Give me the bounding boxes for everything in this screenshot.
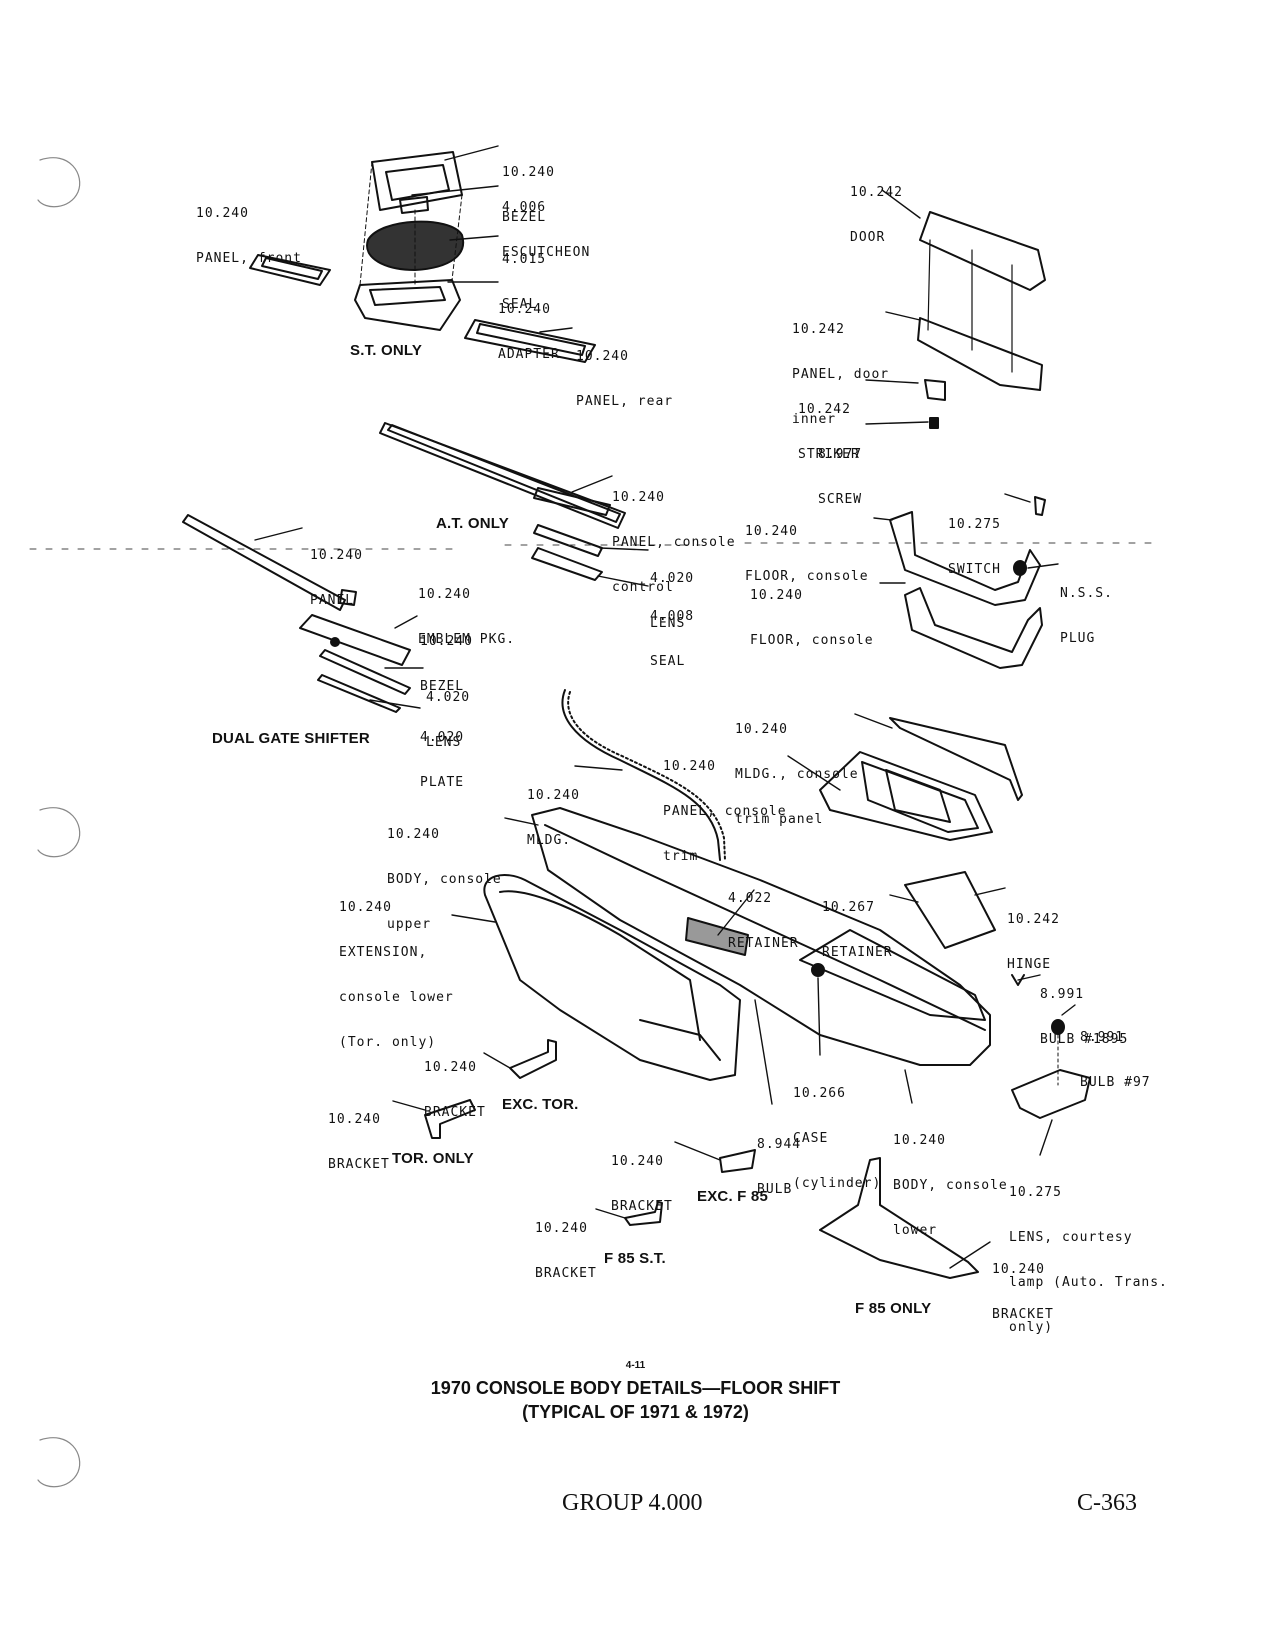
group-tor-only: TOR. ONLY [392, 1150, 474, 1167]
label-panel-console-control: 10.240 PANEL, console control [612, 490, 736, 595]
label-panel-dual: 10.240 PANEL [310, 548, 363, 608]
st-only-assembly [249, 151, 596, 363]
label-panel-rear: 10.240 PANEL, rear [576, 349, 674, 409]
trim-panel-assembly [819, 717, 1023, 841]
label-emblem-pkg: 10.240 EMBLEM PKG. [418, 587, 516, 647]
figure-subtitle: (TYPICAL OF 1971 & 1972) [522, 1402, 749, 1422]
label-escutcheon: 4.006 ESCUTCHEON [502, 200, 591, 260]
floor-console-assembly [889, 496, 1046, 669]
group-f85-only: F 85 ONLY [855, 1300, 932, 1317]
figure-title: 1970 CONSOLE BODY DETAILS—FLOOR SHIFT [430, 1378, 841, 1398]
label-bracket-tor: 10.240 BRACKET [328, 1112, 390, 1172]
label-striker: 10.242 STRIKER [798, 402, 860, 462]
dual-gate-assembly [182, 514, 411, 713]
label-door: 10.242 DOOR [850, 185, 903, 245]
label-case-cylinder: 10.266 CASE (cylinder) [793, 1086, 882, 1191]
group-dual-gate: DUAL GATE SHIFTER [212, 730, 370, 747]
brackets [424, 1039, 979, 1279]
label-screw: 8.977 SCREW [818, 447, 863, 507]
label-bracket-f85st: 10.240 BRACKET [535, 1221, 597, 1281]
label-mldg-trim: 10.240 MLDG., console trim panel [735, 722, 859, 827]
label-bulb-1895: 8.991 BULB #1895 [1040, 987, 1129, 1047]
label-extension: 10.240 EXTENSION, console lower (Tor. on… [339, 900, 454, 1050]
label-mldg: 10.240 MLDG. [527, 788, 580, 848]
label-hinge: 10.242 HINGE [1007, 912, 1060, 972]
label-bracket-f85only: 10.240 BRACKET [992, 1262, 1054, 1322]
label-seal-4015: 4.015 SEAL [502, 252, 547, 312]
leader-lines [254, 145, 1076, 1269]
group-st-only: S.T. ONLY [350, 342, 423, 359]
label-body-lower: 10.240 BODY, console lower [893, 1133, 1008, 1238]
console-body [483, 807, 996, 1081]
label-bulb-97: 8.991 BULB #97 [1080, 1030, 1151, 1090]
group-exc-tor: EXC. TOR. [502, 1096, 579, 1113]
group-f85-st: F 85 S.T. [604, 1250, 666, 1267]
label-lens-at: 4.020 LENS [650, 571, 695, 631]
label-lens-courtesy: 10.275 LENS, courtesy lamp (Auto. Trans.… [1009, 1185, 1168, 1335]
label-bracket-exc-tor: 10.240 BRACKET [424, 1060, 486, 1120]
label-lens-dual: 4.020 LENS [426, 690, 471, 750]
label-plate-dual: 4.020 PLATE [420, 730, 465, 790]
group-number: GROUP 4.000 [562, 1490, 703, 1516]
group-at-only: A.T. ONLY [436, 515, 509, 532]
group-exc-f85: EXC. F 85 [697, 1188, 768, 1205]
label-floor-console-2: 10.240 FLOOR, console [750, 588, 874, 648]
label-bracket-exc-f85: 10.240 BRACKET [611, 1154, 673, 1214]
page-number: C-363 [1077, 1490, 1137, 1516]
label-retainer-10267: 10.267 RETAINER [822, 900, 893, 960]
label-retainer-4022: 4.022 RETAINER [728, 891, 799, 951]
label-panel-trim: 10.240 PANEL, console trim [663, 759, 787, 864]
label-bezel-dual: 10.240 BEZEL [420, 634, 473, 694]
courtesy-lamp-assembly [1011, 974, 1091, 1119]
label-bulb-8944: 8.944 BULB [757, 1137, 802, 1197]
binder-hole [37, 157, 81, 1488]
figure-number: 4-11 [625, 1360, 646, 1371]
label-nss-plug: N.S.S. PLUG [1060, 586, 1113, 646]
label-adapter: 10.240 ADAPTER [498, 302, 560, 362]
door-assembly [917, 211, 1046, 429]
label-panel-front: 10.240 PANEL, front [196, 206, 302, 266]
label-body-upper: 10.240 BODY, console upper [387, 827, 502, 932]
label-switch: 10.275 SWITCH [948, 517, 1001, 577]
at-console-control-panel [379, 422, 626, 581]
mldg-strip [561, 689, 726, 861]
label-floor-console-1: 10.240 FLOOR, console [745, 524, 869, 584]
label-panel-door-inner: 10.242 PANEL, door inner [792, 322, 890, 427]
label-seal-4008: 4.008 SEAL [650, 609, 695, 669]
label-bezel: 10.240 BEZEL [502, 165, 555, 225]
